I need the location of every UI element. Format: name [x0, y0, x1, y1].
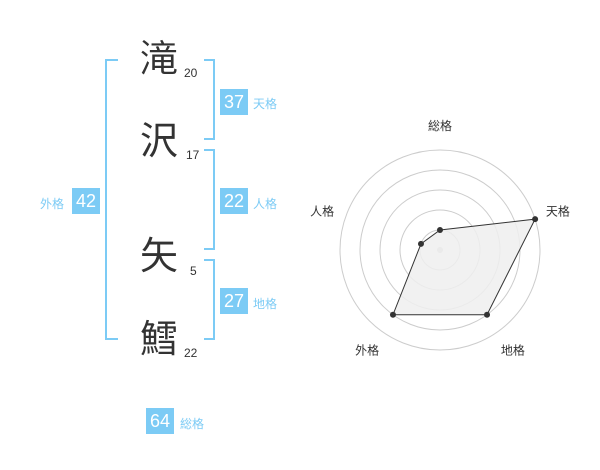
radar-axis-label-2: 地格 — [501, 342, 525, 357]
gaikaku-label: 外格 — [40, 197, 65, 211]
radar-point-4 — [417, 240, 424, 247]
soukaku-value: 64 — [146, 408, 174, 434]
radar-polygon — [392, 218, 536, 316]
radar-point-1 — [532, 216, 539, 223]
radar-axis-label-4: 人格 — [310, 204, 334, 219]
bracket-jinkaku — [204, 149, 215, 250]
tenkaku-value: 37 — [220, 89, 248, 115]
bracket-chikaku — [204, 259, 215, 340]
bracket-gaikaku — [105, 59, 118, 340]
name-char-3: 矢 — [140, 234, 179, 278]
stroke-count-2: 17 — [186, 148, 200, 162]
stroke-count-4: 22 — [184, 346, 198, 360]
radar-axis-label-1: 天格 — [546, 204, 570, 219]
chikaku-value: 27 — [220, 288, 248, 314]
radar-axis-label-3: 外格 — [355, 342, 379, 357]
name-char-2: 沢 — [140, 119, 179, 163]
soukaku-label: 総格 — [180, 417, 205, 431]
tenkaku-label: 天格 — [253, 97, 278, 111]
radar-ring-5 — [339, 149, 541, 351]
radar-point-2 — [484, 311, 491, 318]
chikaku-label: 地格 — [253, 297, 278, 311]
gaikaku-value: 42 — [72, 188, 100, 214]
name-char-1: 滝 — [140, 37, 179, 81]
stroke-count-1: 20 — [184, 66, 198, 80]
radar-axis-label-0: 総格 — [428, 118, 452, 133]
stroke-count-3: 5 — [190, 264, 197, 278]
radar-point-0 — [437, 227, 443, 233]
radar-point-3 — [389, 311, 396, 318]
name-char-4: 鱈 — [140, 317, 179, 361]
jinkaku-label: 人格 — [253, 197, 278, 211]
jinkaku-value: 22 — [220, 188, 248, 214]
bracket-tenkaku — [204, 59, 215, 140]
radar-series — [389, 216, 539, 318]
